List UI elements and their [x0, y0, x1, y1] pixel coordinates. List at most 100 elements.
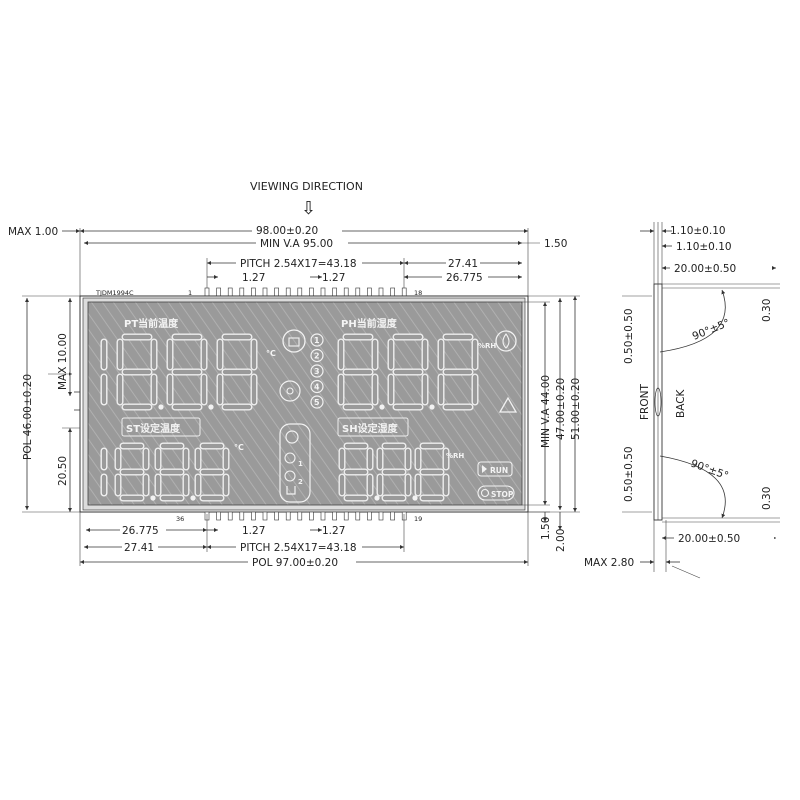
recycle-icon — [498, 396, 518, 413]
dim-47-label: 47.00±0.20 — [555, 378, 567, 440]
digits-sh — [338, 442, 450, 502]
side-max-2-80-leader — [671, 565, 701, 579]
thermo-icon — [286, 486, 296, 495]
dim-27-41-bot-bg — [122, 540, 158, 552]
pin — [274, 511, 279, 521]
pin — [343, 287, 349, 297]
pin — [332, 287, 337, 297]
pol-46-label: POL 46.00±0.20 — [22, 374, 34, 460]
run-play-icon — [482, 465, 487, 473]
pin-36-label: 36 — [176, 515, 184, 523]
bottom-pin-row — [204, 511, 407, 521]
indicator-circle — [310, 348, 324, 363]
bot-150-label: 1.50 — [540, 517, 552, 540]
pitch-top-label: PITCH 2.54X17=43.18 — [240, 258, 357, 270]
dim-27-41-top-label: 27.41 — [448, 258, 478, 270]
indicator-number: 2 — [314, 352, 320, 361]
side-max-2-80-label: MAX 2.80 — [584, 557, 634, 569]
decimal-point — [412, 495, 418, 501]
pin — [320, 511, 326, 521]
pol-97-bg — [248, 555, 356, 567]
indicator-number: 4 — [314, 383, 320, 392]
decimal-point — [150, 495, 156, 501]
pin — [262, 287, 268, 297]
label-pt: PT当前温度 — [124, 317, 179, 330]
top-pin-row — [204, 287, 407, 297]
pin — [355, 511, 361, 521]
viewing-direction-arrow-icon: ⇩ — [301, 198, 316, 219]
indicator-circle — [310, 364, 324, 378]
side-20-top-label: 20.00±0.50 — [674, 263, 736, 275]
pin — [297, 287, 303, 297]
pitch-bot-label: PITCH 2.54X17=43.18 — [240, 542, 357, 554]
pin — [355, 287, 361, 297]
humidifier-icon — [495, 330, 517, 352]
dim-26-775-bot-label: 26.775 — [122, 525, 159, 537]
pin — [262, 511, 268, 521]
side-20-bot-label: 20.00±0.50 — [678, 533, 740, 545]
heater-icon-core — [286, 387, 294, 395]
width-98-bg — [252, 223, 342, 235]
part-number-label: TJDM1994C — [95, 289, 134, 297]
pin — [274, 287, 279, 297]
digits-pt — [100, 333, 258, 411]
pin — [343, 511, 349, 521]
decimal-point — [374, 495, 380, 501]
decimal-point — [190, 495, 196, 501]
indicator-circle — [310, 379, 324, 394]
dim-26-775-bot-bg — [120, 523, 166, 535]
stop-icon — [480, 488, 490, 498]
dim-20-50-label: 20.50 — [57, 456, 69, 486]
pin — [251, 511, 256, 521]
stop-indicator-frame — [477, 485, 515, 501]
pin-1-label: 1 — [188, 289, 192, 297]
fan-speed-2: 2 — [298, 478, 303, 486]
digits-st — [100, 442, 230, 502]
dim-1-50-label: 1.50 — [544, 238, 567, 250]
side-1-10-a-label: 1.10±0.10 — [670, 225, 726, 237]
pin-18-label: 18 — [414, 289, 422, 297]
pin — [309, 287, 314, 297]
pin — [285, 511, 291, 521]
pin — [390, 511, 395, 521]
pin — [390, 287, 395, 297]
side-angle-top-arc — [659, 289, 726, 353]
lock-icon-body — [288, 337, 300, 347]
viewing-direction-label: VIEWING DIRECTION — [250, 180, 363, 193]
indicator-circle — [310, 333, 324, 347]
max-10-label: MAX 10.00 — [57, 333, 69, 390]
label-st-frame — [121, 417, 201, 437]
pin — [309, 511, 314, 521]
pin — [332, 511, 337, 521]
pin — [285, 287, 291, 297]
label-st: ST设定温度 — [126, 422, 181, 435]
side-angle-bot-label: 90°±5° — [689, 458, 730, 483]
unit-c-top: °C — [266, 349, 276, 358]
min-va-95-label: MIN V.A 95.00 — [260, 238, 333, 250]
fan-frame — [279, 423, 311, 503]
decimal-point — [208, 404, 214, 410]
pitch-bot-bg — [236, 540, 362, 552]
digits-ph — [337, 333, 479, 411]
heater-icon — [279, 380, 301, 402]
pin-19-label: 19 — [414, 515, 422, 523]
side-angle-bot-arc — [659, 455, 726, 519]
side-1-10-b-label: 1.10±0.10 — [676, 241, 732, 253]
dim-27-41-top-bg — [446, 256, 480, 268]
pin — [216, 287, 221, 297]
side-0-50-top-label: 0.50±0.50 — [623, 308, 635, 364]
dim-1-27-a-label: 1.27 — [242, 272, 265, 284]
run-indicator-frame — [477, 461, 513, 477]
min-va-44-label: MIN V.A 44.00 — [540, 375, 552, 448]
dim-1-27-c-label: 1.27 — [242, 525, 265, 537]
pin — [227, 287, 233, 297]
fan-speed-1: 1 — [298, 460, 303, 468]
indicator-number: 5 — [314, 398, 320, 407]
dim-27-41-bot-label: 27.41 — [124, 542, 154, 554]
min-va-95-bg — [256, 236, 348, 248]
decimal-point — [429, 404, 435, 410]
drop-icon — [502, 333, 510, 349]
pin — [216, 511, 221, 521]
bot-200-label: 2.00 — [555, 529, 567, 552]
